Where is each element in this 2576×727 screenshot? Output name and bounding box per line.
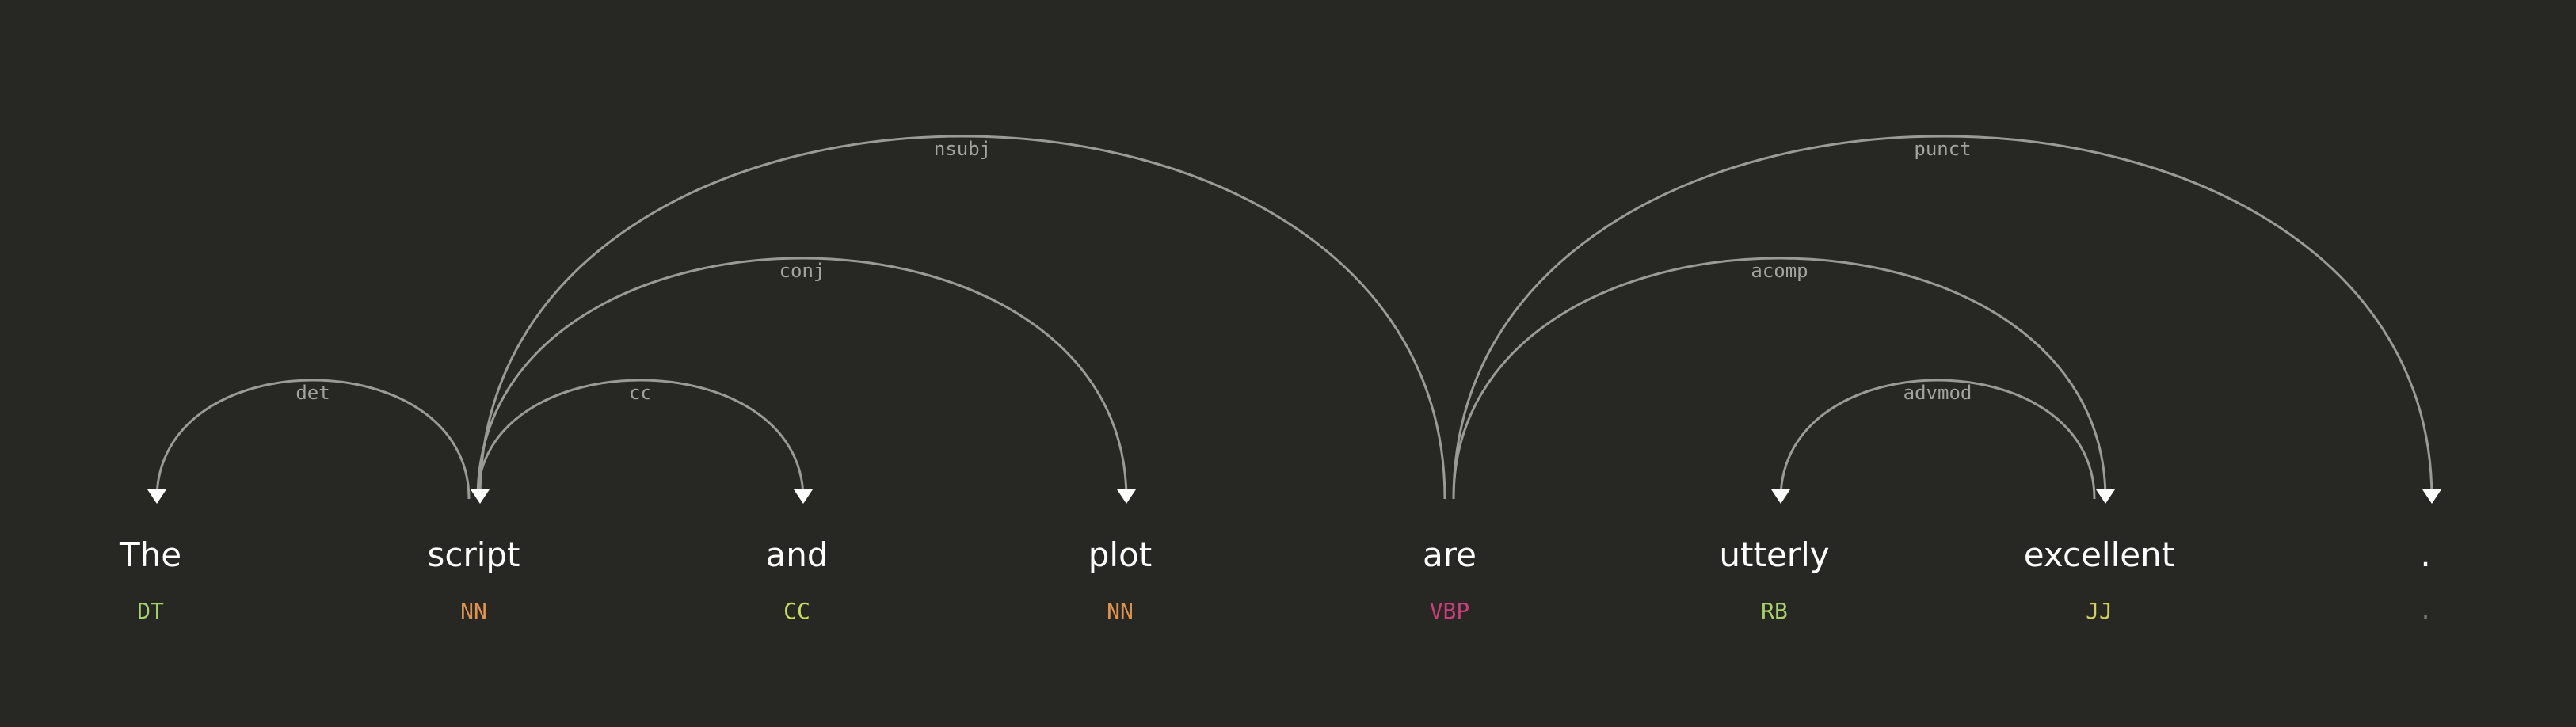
token-word: . [2420,535,2430,574]
token-word: and [765,535,828,574]
arc-label: nsubj [934,138,991,160]
token-pos-tag: NN [460,598,487,624]
arc-path [476,257,1128,500]
arc-label: cc [629,382,652,404]
dependency-arc: det [147,379,471,504]
token-word: are [1423,535,1477,574]
token-pos-tag: . [2419,598,2433,624]
arc-path [478,135,1446,500]
arc-label: conj [779,260,825,282]
dependency-arc: conj [476,257,1136,504]
arc-path [476,379,805,500]
dependency-arc: advmod [1771,379,2096,504]
arrowhead [471,489,490,504]
arrowhead [2096,489,2115,504]
dependency-arc: acomp [1452,257,2115,504]
arc-path [1452,257,2107,500]
arrowhead [794,489,813,504]
arrowhead [2422,489,2441,504]
token-word: The [119,535,181,574]
arrowhead [1117,489,1136,504]
arcs-layer: det cc conj nsubj advmod acomp punct [147,135,2441,504]
token-pos-tag: CC [783,598,810,624]
token-pos-tag: VBP [1430,598,1470,624]
arc-label: punct [1914,138,1971,160]
arc-label: det [295,382,330,404]
token-pos-tag: JJ [2086,598,2113,624]
dependency-arc: nsubj [471,135,1446,504]
token-pos-tag: DT [137,598,164,624]
arrowhead [147,489,166,504]
arc-path [1779,379,2096,500]
dependency-arc: cc [476,379,813,504]
arrowhead [1771,489,1790,504]
arc-label: acomp [1751,260,1808,282]
token-word: script [427,535,520,574]
token-word: utterly [1719,535,1829,574]
dependency-arc: punct [1452,135,2441,504]
arc-path [155,379,471,500]
arc-path [1452,135,2433,500]
token-word: excellent [2024,535,2174,574]
arc-label: advmod [1903,382,1972,404]
token: .. [2419,535,2433,624]
token-pos-tag: RB [1761,598,1788,624]
token-word: plot [1088,535,1153,574]
token-pos-tag: NN [1107,598,1134,624]
